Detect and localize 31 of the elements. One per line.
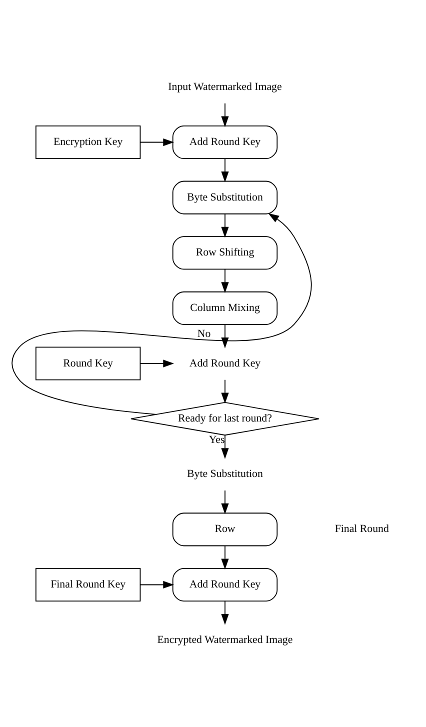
arrow <box>140 360 174 368</box>
arrow <box>140 138 174 146</box>
label: Final Round <box>334 523 389 536</box>
edge-label: No <box>197 328 211 340</box>
edge-label: Yes <box>208 434 225 446</box>
node-box: Round Key <box>35 346 141 380</box>
arrow <box>221 490 229 514</box>
arrow <box>221 600 229 625</box>
arrow <box>221 379 229 404</box>
arrow <box>12 213 312 415</box>
arrow <box>221 268 229 294</box>
node-box: Column Mixing <box>172 291 278 325</box>
arrow <box>221 158 229 182</box>
arrow <box>221 434 229 459</box>
arrow <box>221 324 229 348</box>
node-box: Add Round Key <box>172 568 278 602</box>
node-box: Row Shifting <box>172 236 278 270</box>
node-text: Input Watermarked Image <box>168 80 282 93</box>
node-box: Row <box>172 512 278 546</box>
node-diamond: Ready for last round? <box>130 402 320 436</box>
node-text: Add Round Key <box>189 357 261 370</box>
arrow <box>221 102 229 128</box>
node-box: Encryption Key <box>35 125 141 160</box>
node-text: Byte Substitution <box>187 468 263 480</box>
node-box: Byte Substitution <box>172 180 278 214</box>
node-box: Add Round Key <box>172 125 278 160</box>
arrow <box>221 545 229 570</box>
node-box: Final Round Key <box>35 568 141 602</box>
arrow <box>221 214 229 238</box>
node-text: Encrypted Watermarked Image <box>157 634 293 646</box>
arrow <box>140 580 174 589</box>
